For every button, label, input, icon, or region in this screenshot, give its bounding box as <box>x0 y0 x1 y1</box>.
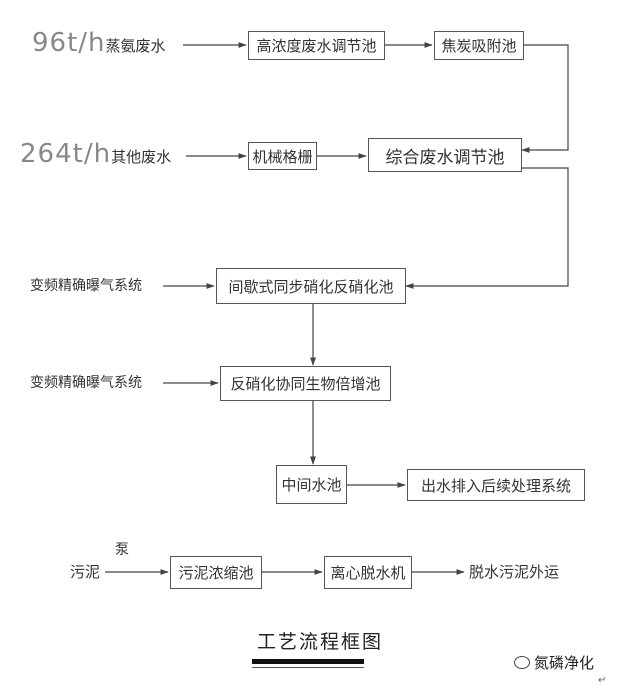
caption-underline-thin <box>252 667 364 668</box>
arrow-coke-to-combined <box>521 44 569 153</box>
coke-adsorption-tank: 焦炭吸附池 <box>434 31 524 60</box>
pump-label: 泵 <box>115 542 129 558</box>
coking-rate: 96t/h <box>32 28 106 58</box>
discharge-system: 出水排入后续处理系统 <box>407 469 585 501</box>
combined-wastewater-tank: 综合废水调节池 <box>368 138 522 172</box>
other-rate: 264t/h <box>20 139 112 169</box>
diagram-caption: 工艺流程框图 <box>257 631 384 653</box>
coking-name: 蒸氨废水 <box>105 37 166 55</box>
sludge-thickener: 污泥浓缩池 <box>170 556 262 589</box>
wechat-icon <box>514 656 530 669</box>
watermark: 氮磷净化 <box>514 655 594 671</box>
centrifuge-dewatering: 离心脱水机 <box>324 556 412 589</box>
mechanical-screen: 机械格栅 <box>248 142 317 170</box>
aeration-system-1: 变频精确曝气系统 <box>30 278 142 294</box>
sbr-nitrification-tank: 间歇式同步硝化反硝化池 <box>216 268 406 304</box>
watermark-text: 氮磷净化 <box>534 654 595 672</box>
arrow-combined-to-sbr <box>405 167 569 289</box>
middle-water-tank: 中间水池 <box>276 465 347 504</box>
other-wastewater-input: 264t/h其他废水 <box>20 141 171 167</box>
other-name: 其他废水 <box>111 148 172 166</box>
high-concentration-tank: 高浓度废水调节池 <box>248 31 385 60</box>
denitrification-tank: 反硝化协同生物倍增池 <box>220 366 391 401</box>
return-mark: ↵ <box>598 675 607 686</box>
dewatered-sludge-out: 脱水污泥外运 <box>469 563 560 581</box>
caption-underline <box>252 659 364 664</box>
aeration-system-2: 变频精确曝气系统 <box>30 375 142 391</box>
coking-wastewater-input: 96t/h蒸氨废水 <box>32 30 166 56</box>
sludge-input: 污泥 <box>70 563 101 581</box>
